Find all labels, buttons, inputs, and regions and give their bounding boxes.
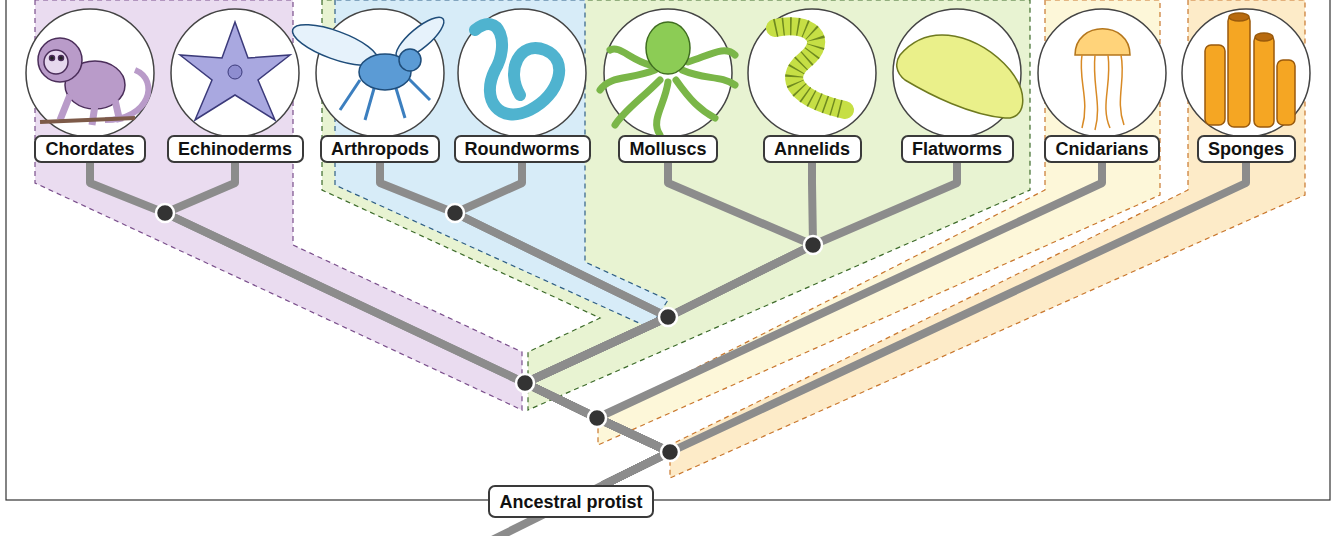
tree-branch — [525, 163, 957, 485]
annelid-figure — [775, 26, 845, 110]
tree-branch — [525, 163, 813, 485]
icon-circle — [1182, 9, 1310, 137]
node-text: Arthropods — [331, 140, 429, 158]
tree-branch — [597, 163, 1102, 485]
node-text: Cnidarians — [1055, 140, 1148, 158]
starfish-figure — [180, 22, 290, 120]
icon-circle — [748, 9, 876, 137]
taxon-label: Annelids — [763, 135, 862, 163]
branch-point — [659, 308, 677, 326]
monkey-figure — [38, 38, 148, 125]
insect-figure — [288, 11, 449, 120]
node-text: Chordates — [45, 140, 134, 158]
node-text: Flatworms — [912, 140, 1002, 158]
taxon-label: Echinoderms — [167, 135, 304, 163]
annelid-segments — [775, 26, 845, 110]
jellyfish-figure — [1075, 29, 1130, 130]
node-text: Ancestral protist — [499, 493, 642, 511]
icon-circle — [458, 9, 586, 137]
branch-point — [804, 236, 822, 254]
root-box: Ancestral protist — [488, 485, 654, 518]
starfish-figure — [228, 65, 242, 79]
branch-point — [516, 374, 534, 392]
node-text: Molluscs — [629, 140, 706, 158]
icon-circle — [26, 9, 154, 137]
flatworm-figure — [897, 35, 1023, 118]
icon-circles — [26, 9, 1310, 137]
tree-branch — [525, 163, 813, 485]
octopus-figure — [600, 22, 735, 135]
taxon-label: Molluscs — [618, 135, 718, 163]
tree-branch — [90, 163, 670, 485]
branch-point — [446, 204, 464, 222]
icon-circle — [1038, 9, 1166, 137]
node-text: Roundworms — [465, 140, 580, 158]
taxon-label: Cnidarians — [1044, 135, 1160, 163]
branch-point — [156, 204, 174, 222]
branch-point — [588, 409, 606, 427]
node-text: Sponges — [1208, 140, 1284, 158]
roundworm-figure — [475, 24, 559, 114]
node-text: Echinoderms — [178, 140, 292, 158]
taxon-label: Sponges — [1197, 135, 1296, 163]
branch-point — [661, 443, 679, 461]
sponge-figure — [1205, 13, 1295, 127]
tree-branch — [165, 163, 670, 485]
icon-circle — [171, 9, 299, 137]
tree-branch — [603, 163, 1246, 485]
taxon-label: Arthropods — [320, 135, 440, 163]
tree-branch — [380, 163, 670, 485]
node-text: Annelids — [774, 140, 850, 158]
taxon-label: Flatworms — [901, 135, 1014, 163]
frame — [6, 0, 1330, 500]
taxon-label: Chordates — [34, 135, 146, 163]
taxon-label: Roundworms — [454, 135, 591, 163]
icon-circle — [604, 9, 732, 137]
